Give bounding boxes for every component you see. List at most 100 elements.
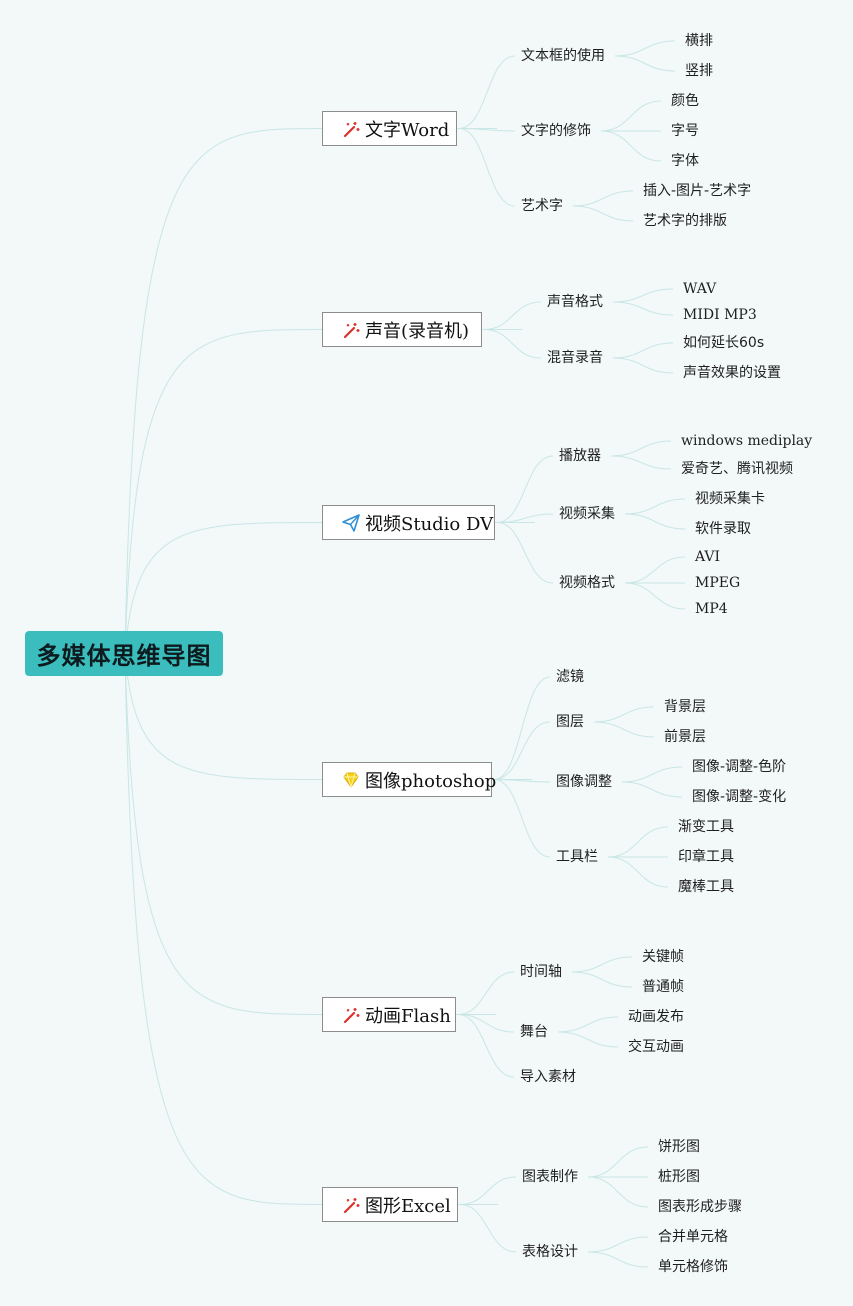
connector-line <box>457 1014 515 1033</box>
connector-line <box>610 455 672 470</box>
leaf-label[interactable]: 字体 <box>671 153 699 169</box>
topic-label[interactable]: 图表制作 <box>522 1169 578 1185</box>
leaf-label[interactable]: 单元格修饰 <box>658 1259 728 1275</box>
connector-line <box>624 582 686 610</box>
leaf-label[interactable]: 合并单元格 <box>658 1229 728 1245</box>
leaf-label[interactable]: 软件录取 <box>695 521 751 537</box>
topic-label[interactable]: 艺术字 <box>521 198 563 214</box>
connector-line <box>496 513 554 523</box>
connector-line <box>124 652 323 1205</box>
branch-node[interactable]: 图形Excel <box>322 1187 458 1222</box>
connector-line <box>587 1251 649 1268</box>
leaf-label[interactable]: 横排 <box>685 33 713 49</box>
connector-line <box>458 55 516 129</box>
diamond-icon <box>341 770 361 790</box>
leaf-label[interactable]: 爱奇艺、腾讯视频 <box>681 461 793 477</box>
connector-line <box>124 128 323 654</box>
topic-label[interactable]: 声音格式 <box>547 294 603 310</box>
connector-line <box>587 1236 649 1253</box>
leaf-label[interactable]: 插入-图片-艺术字 <box>643 183 752 199</box>
topic-label[interactable]: 表格设计 <box>522 1244 578 1260</box>
topic-label[interactable]: 时间轴 <box>520 964 562 980</box>
connector-line <box>624 556 686 584</box>
leaf-label[interactable]: 前景层 <box>664 729 706 745</box>
branch-node[interactable]: 图像photoshop <box>322 762 496 797</box>
leaf-label[interactable]: MIDI MP3 <box>683 307 757 323</box>
connector-line <box>600 130 662 162</box>
leaf-label[interactable]: 饼形图 <box>658 1139 700 1155</box>
connector-line <box>610 440 672 457</box>
topic-label[interactable]: 图层 <box>556 714 584 730</box>
topic-label[interactable]: 播放器 <box>559 448 601 464</box>
leaf-label[interactable]: 背景层 <box>664 699 706 715</box>
connector-line <box>483 301 542 330</box>
leaf-label[interactable]: 桩形图 <box>658 1169 700 1185</box>
leaf-label[interactable]: 艺术字的排版 <box>643 213 727 229</box>
connector-line <box>458 128 516 132</box>
connector-line <box>124 329 323 654</box>
connector-line <box>493 779 551 858</box>
leaf-label[interactable]: MPEG <box>695 575 741 591</box>
connector-line <box>457 971 515 1015</box>
connector-line <box>124 652 323 1015</box>
connector-line <box>459 1204 517 1253</box>
connector-line <box>572 205 634 222</box>
topic-label[interactable]: 图像调整 <box>556 774 612 790</box>
branch-node[interactable]: 视频Studio DV <box>322 505 495 540</box>
leaf-label[interactable]: 动画发布 <box>628 1009 684 1025</box>
topic-label[interactable]: 视频采集 <box>559 506 615 522</box>
connector-line <box>457 1014 515 1078</box>
connector-line <box>621 766 683 783</box>
leaf-label[interactable]: 如何延长60s <box>683 335 765 351</box>
leaf-label[interactable]: MP4 <box>695 601 728 617</box>
topic-label[interactable]: 导入素材 <box>520 1069 576 1085</box>
magic-wand-icon <box>341 320 361 340</box>
leaf-label[interactable]: 图表形成步骤 <box>658 1199 742 1215</box>
leaf-label[interactable]: 普通帧 <box>642 979 684 995</box>
connector-line <box>496 455 554 523</box>
connector-line <box>124 652 323 780</box>
connector-line <box>607 826 669 858</box>
leaf-label[interactable]: WAV <box>683 281 717 297</box>
leaf-label[interactable]: 印章工具 <box>678 849 734 865</box>
branch-label: 视频Studio DV <box>365 513 494 535</box>
root-label: 多媒体思维导图 <box>36 642 212 670</box>
connector-line <box>612 301 674 316</box>
topic-label[interactable]: 工具栏 <box>556 849 598 865</box>
connector-line <box>124 522 323 654</box>
connector-line <box>493 721 551 780</box>
leaf-label[interactable]: AVI <box>695 549 721 565</box>
branch-label: 声音(录音机) <box>365 320 470 342</box>
leaf-label[interactable]: 关键帧 <box>642 949 684 965</box>
branch-node[interactable]: 动画Flash <box>322 997 456 1032</box>
leaf-label[interactable]: 渐变工具 <box>678 819 734 835</box>
connector-line <box>557 1031 619 1048</box>
connector-line <box>621 781 683 798</box>
leaf-label[interactable]: 图像-调整-色阶 <box>692 759 787 775</box>
magic-wand-icon <box>341 119 361 139</box>
topic-label[interactable]: 舞台 <box>520 1024 548 1040</box>
leaf-label[interactable]: 声音效果的设置 <box>683 365 781 381</box>
branch-label: 文字Word <box>365 119 450 141</box>
connector-line <box>593 721 655 738</box>
connector-line <box>614 55 676 72</box>
leaf-label[interactable]: 魔棒工具 <box>678 879 734 895</box>
topic-label[interactable]: 文本框的使用 <box>521 48 605 64</box>
leaf-label[interactable]: 图像-调整-变化 <box>692 789 787 805</box>
topic-label[interactable]: 文字的修饰 <box>521 123 591 139</box>
topic-label[interactable]: 视频格式 <box>559 575 615 591</box>
leaf-label[interactable]: 交互动画 <box>628 1039 684 1055</box>
connector-line <box>612 342 674 359</box>
branch-node[interactable]: 文字Word <box>322 111 457 146</box>
connector-line <box>458 128 516 207</box>
leaf-label[interactable]: windows mediplay <box>681 433 813 449</box>
leaf-label[interactable]: 视频采集卡 <box>695 491 765 507</box>
branch-node[interactable]: 声音(录音机) <box>322 312 482 347</box>
leaf-label[interactable]: 竖排 <box>685 63 713 79</box>
root-node[interactable]: 多媒体思维导图 <box>25 631 223 676</box>
branch-label: 图形Excel <box>365 1195 451 1217</box>
topic-label[interactable]: 滤镜 <box>556 669 584 685</box>
leaf-label[interactable]: 颜色 <box>671 93 699 109</box>
leaf-label[interactable]: 字号 <box>671 123 699 139</box>
topic-label[interactable]: 混音录音 <box>547 350 603 366</box>
